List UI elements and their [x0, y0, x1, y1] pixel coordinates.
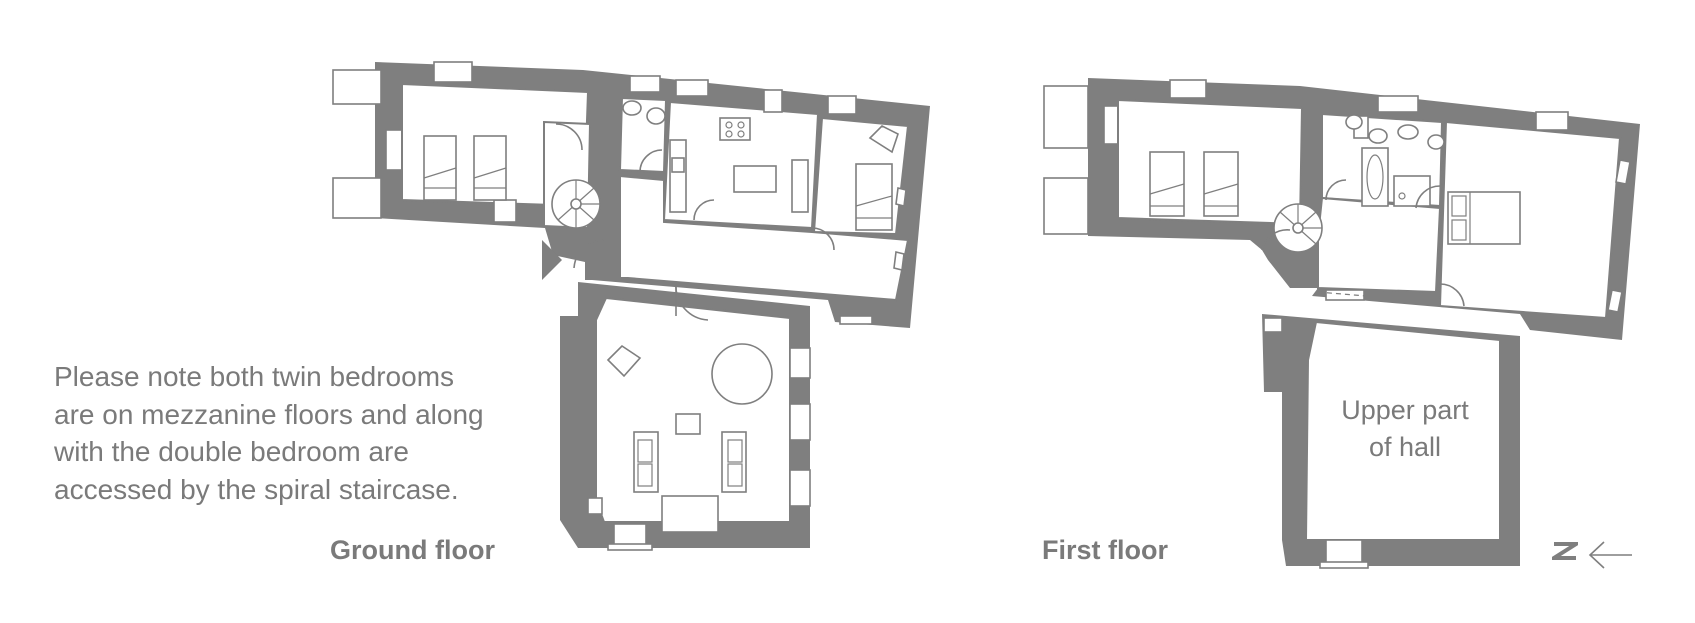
note-line: accessed by the spiral staircase.: [54, 473, 459, 505]
ground-bed: [855, 163, 893, 231]
ground-bed: [423, 135, 457, 201]
ground-window: [675, 79, 709, 97]
ground-bed: [473, 135, 507, 201]
ground-kitchen-counter: [669, 139, 687, 213]
ground-armchair: [868, 125, 899, 154]
note-line: with the double bedroom are: [54, 436, 409, 467]
ground-window: [493, 199, 517, 223]
first-west-buttress-top: [1043, 85, 1089, 149]
north-arrow-icon: [1588, 541, 1632, 569]
ground-floor-plan: [332, 61, 930, 551]
first-double-bed: [1447, 191, 1521, 245]
first-spiral-staircase: [1273, 203, 1323, 253]
first-basin: [1345, 114, 1363, 130]
ground-basin: [646, 107, 666, 125]
ground-window: [763, 89, 783, 113]
note-line: are on mezzanine floors and along: [54, 398, 484, 430]
ground-kitchen-island: [733, 165, 777, 193]
first-bed: [1203, 151, 1239, 217]
ground-west-wall-window: [385, 129, 403, 171]
first-west-wall-window: [1103, 105, 1119, 145]
ground-toilet: [622, 100, 642, 116]
upper-hall-label-line: Upper part: [1341, 395, 1469, 425]
first-landing: [1317, 196, 1442, 294]
first-floor-label: First floor: [1042, 535, 1168, 565]
first-upper-hall-void: [1304, 320, 1501, 541]
first-double-bedroom: [1438, 120, 1622, 320]
ground-hallway: [619, 174, 910, 302]
ground-window: [629, 75, 661, 93]
upper-hall-label: Upper part of hall: [1320, 392, 1490, 466]
ground-dining-table: [711, 343, 773, 405]
ground-hall: [595, 296, 791, 523]
first-toilet: [1368, 128, 1388, 144]
ground-window: [433, 61, 473, 83]
first-bathtub: [1361, 147, 1389, 207]
first-floor-plan: [1043, 78, 1640, 569]
ground-floor-label: Ground floor: [330, 535, 495, 565]
ground-hob: [719, 117, 751, 141]
ground-spiral-staircase: [551, 179, 601, 229]
ground-armchair: [606, 344, 642, 378]
ground-entrance-arrow: [542, 240, 562, 280]
ground-window: [827, 95, 857, 115]
bedroom-access-note: Please note both twin bedrooms are on me…: [54, 358, 524, 508]
note-line: Please note both twin bedrooms: [54, 361, 455, 392]
ground-kitchen-counter-east: [791, 159, 809, 213]
first-west-buttress-bottom: [1043, 177, 1089, 235]
first-bed: [1149, 151, 1185, 217]
ground-kitchen-sink: [671, 157, 685, 173]
compass-north-letter: [1552, 542, 1578, 560]
upper-hall-label-line: of hall: [1368, 432, 1442, 462]
ground-footstool: [675, 413, 701, 435]
ground-west-buttress-top: [332, 69, 382, 105]
ground-west-buttress-bottom: [332, 177, 382, 219]
